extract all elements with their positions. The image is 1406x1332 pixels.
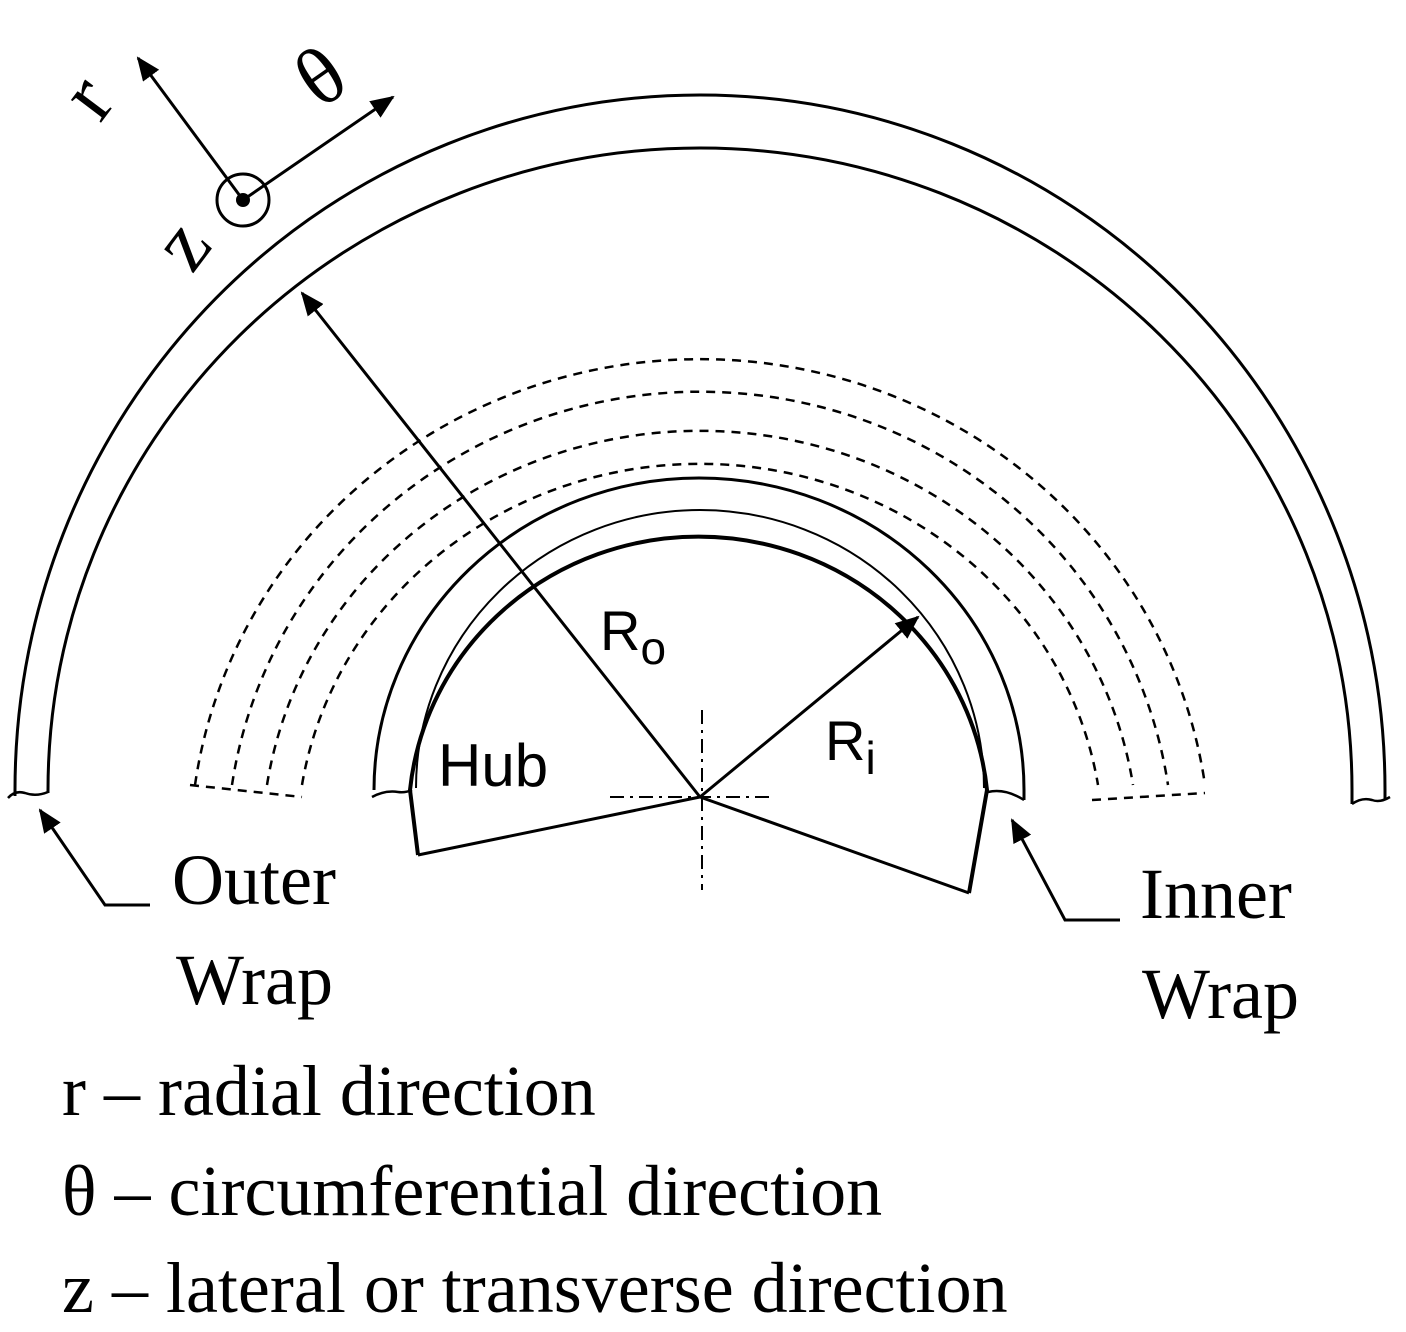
inner-wrap-label-line2: Wrap — [1142, 954, 1299, 1034]
theta-axis-label: θ — [278, 28, 362, 125]
r-axis-label: r — [42, 58, 131, 135]
inner-radius-arrow — [699, 615, 920, 799]
outer-wrap-label-line2: Wrap — [176, 940, 333, 1020]
hub-label: Hub — [438, 732, 548, 799]
hub — [407, 509, 990, 895]
inner-radius-label: Ri — [825, 709, 876, 784]
outer-wrap — [7, 93, 1391, 806]
outer-wrap-leader — [38, 808, 150, 907]
intermediate-layers — [189, 357, 1207, 802]
inner-wrap-leader — [1010, 818, 1120, 922]
z-axis-label: z — [134, 202, 229, 286]
outer-wrap-label-line1: Outer — [172, 840, 336, 920]
center-mark — [610, 710, 775, 890]
legend: r – radial direction θ – circumferential… — [62, 1051, 1008, 1328]
legend-item-z: z – lateral or transverse direction — [62, 1248, 1008, 1328]
inner-wrap-label-line1: Inner — [1140, 854, 1292, 934]
outer-radius-label: Ro — [600, 599, 666, 674]
legend-item-r: r – radial direction — [62, 1051, 596, 1131]
outer-radius-arrow — [300, 291, 702, 798]
legend-item-theta: θ – circumferential direction — [62, 1151, 882, 1231]
coordinate-triad: r θ z — [42, 28, 395, 286]
inner-wrap — [371, 476, 1026, 802]
